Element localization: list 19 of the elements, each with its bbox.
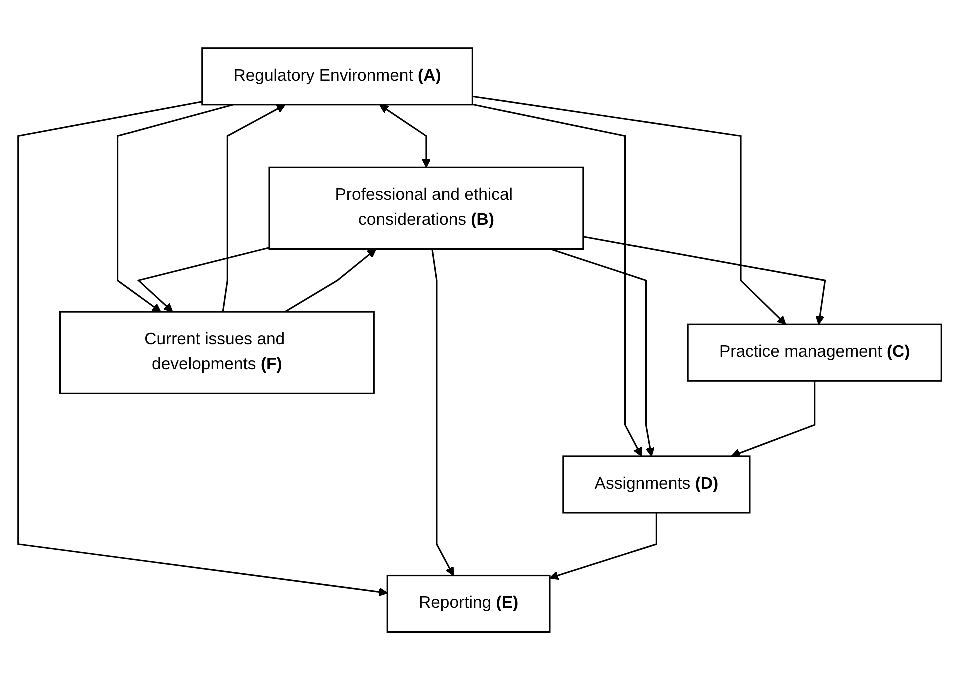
node-box: Regulatory Environment (A) xyxy=(202,47,474,106)
arrow xyxy=(284,248,377,312)
node-box: Assignments (D) xyxy=(562,455,751,514)
arrow xyxy=(472,96,786,325)
arrow xyxy=(583,236,826,325)
arrow xyxy=(550,248,655,457)
arrow xyxy=(222,104,286,312)
arrow xyxy=(472,104,642,457)
arrow xyxy=(731,380,816,458)
arrow xyxy=(550,512,658,580)
arrow xyxy=(117,104,234,312)
arrow xyxy=(432,248,454,576)
node-box: Current issues and developments (F) xyxy=(59,310,375,394)
node-box: Reporting (E) xyxy=(386,574,551,633)
node-box: Practice management (C) xyxy=(687,324,942,382)
arrow xyxy=(18,100,388,596)
node-box: Professional and ethical considerations (B) xyxy=(268,166,584,250)
arrow xyxy=(380,104,432,168)
arrow xyxy=(137,246,270,312)
